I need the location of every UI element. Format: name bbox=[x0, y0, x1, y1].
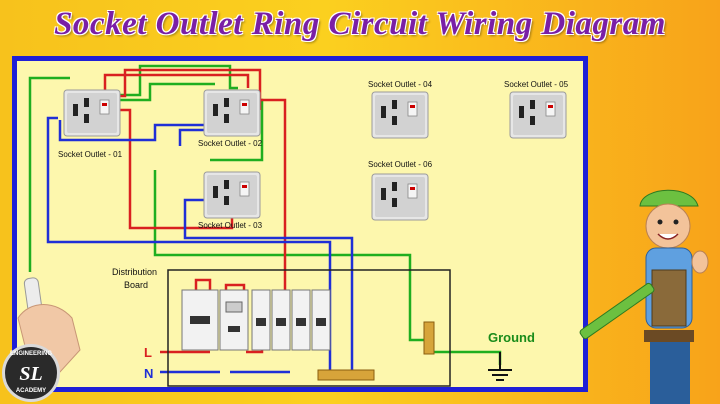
socket-label-06: Socket Outlet - 06 bbox=[368, 160, 433, 169]
socket-outlet-04 bbox=[371, 91, 429, 139]
socket-outlet-05 bbox=[509, 91, 567, 139]
socket-outlet-03 bbox=[203, 171, 261, 219]
distribution-board-label: Distribution bbox=[112, 267, 157, 277]
ground-symbol-icon bbox=[488, 352, 512, 381]
socket-label-01: Socket Outlet - 01 bbox=[58, 150, 123, 159]
page-title: Socket Outlet Ring Circuit Wiring Diagra… bbox=[54, 6, 666, 42]
logo-top-text: ENGINEERING bbox=[9, 351, 52, 357]
neutral-label: N bbox=[144, 366, 153, 381]
ground-label: Ground bbox=[488, 330, 535, 345]
engineer-character-icon bbox=[579, 189, 709, 404]
socket-label-03: Socket Outlet - 03 bbox=[198, 221, 263, 230]
distribution-board: Distribution Board bbox=[112, 267, 451, 387]
neutral-wire bbox=[46, 116, 354, 374]
logo-monogram: SL bbox=[19, 363, 43, 385]
socket-outlet-02 bbox=[203, 89, 261, 137]
logo-bottom-text: ACADEMY bbox=[15, 388, 47, 394]
live-label: L bbox=[144, 345, 152, 360]
distribution-board-label-2: Board bbox=[124, 280, 148, 290]
socket-outlet-06 bbox=[371, 173, 429, 221]
socket-label-04: Socket Outlet - 04 bbox=[368, 80, 433, 89]
academy-logo: ENGINEERING SL ACADEMY bbox=[2, 344, 60, 402]
socket-label-02: Socket Outlet - 02 bbox=[198, 139, 263, 148]
socket-outlet-01 bbox=[63, 89, 121, 137]
socket-label-05: Socket Outlet - 05 bbox=[504, 80, 569, 89]
